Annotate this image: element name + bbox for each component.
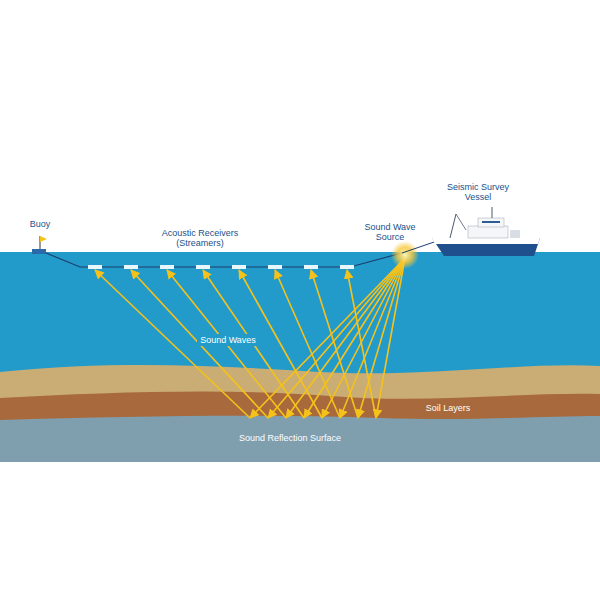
sound-source [391, 241, 419, 269]
soil-layer [0, 392, 600, 462]
receiver [304, 265, 318, 269]
waves-label: Sound Waves [197, 334, 259, 346]
source-label: Sound Wave Source [359, 222, 421, 243]
receiver [196, 265, 210, 269]
sound-ray [286, 258, 405, 418]
receiver [268, 265, 282, 269]
receiver [340, 265, 354, 269]
receivers [88, 265, 354, 269]
sound-ray [358, 258, 405, 418]
buoy-symbol [32, 249, 46, 254]
soil-label: Soil Layers [426, 403, 471, 413]
sound-ray [347, 270, 376, 418]
sound-ray [322, 258, 405, 418]
sound-ray [304, 258, 405, 418]
streamer-cable [46, 253, 402, 267]
survey-vessel [402, 207, 540, 256]
vessel-label: Seismic Survey Vessel [441, 182, 515, 203]
receiver [232, 265, 246, 269]
buoy-label: Buoy [30, 219, 51, 229]
receiver [160, 265, 174, 269]
receiver [124, 265, 138, 269]
sound-ray [131, 270, 268, 418]
receiver-label: Acoustic Receivers (Streamers) [154, 228, 246, 249]
sound-ray [376, 258, 405, 418]
sound-rays [95, 258, 405, 418]
sea [0, 252, 600, 382]
sound-ray [167, 270, 286, 418]
sound-ray [275, 270, 340, 418]
receiver [88, 265, 102, 269]
sound-ray [250, 258, 405, 418]
reflection-surface [0, 416, 600, 462]
buoy-flag [40, 236, 47, 242]
surface-label: Sound Reflection Surface [239, 433, 341, 443]
